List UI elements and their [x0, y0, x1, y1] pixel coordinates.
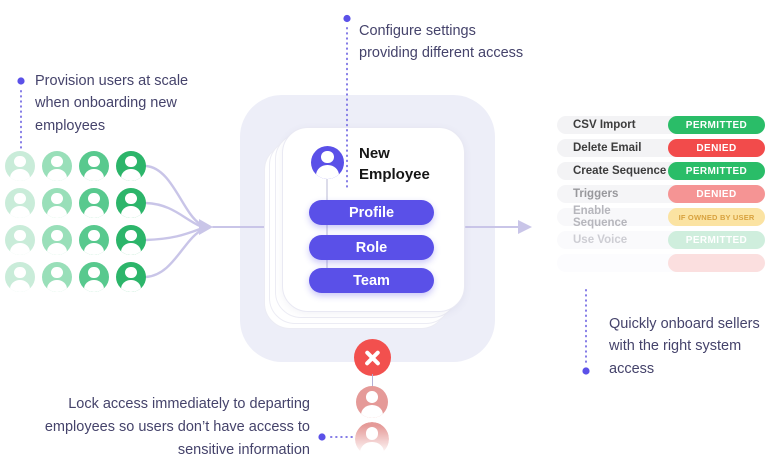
permission-row: Enable Sequence IF OWNED BY USER — [557, 205, 765, 229]
permission-label: Enable Sequence — [573, 205, 628, 229]
departing-employee-avatar-icon — [356, 386, 388, 418]
x-connector-line — [371, 374, 373, 388]
outbound-arrowhead — [518, 220, 532, 234]
annotation-lock-access: Lock access immediately to departing emp… — [44, 396, 310, 459]
employee-avatar-grid — [5, 151, 146, 292]
annotation-configure-settings: Configure settings providing different a… — [359, 23, 524, 62]
employee-avatar-icon — [79, 225, 109, 255]
role-button[interactable]: Role — [309, 235, 434, 260]
employee-avatar-icon — [79, 262, 109, 292]
employee-avatar-icon — [116, 188, 146, 218]
permission-status-badge: PERMITTED — [668, 116, 765, 134]
new-employee-avatar-icon — [311, 146, 344, 179]
lock-access-x-icon — [354, 339, 391, 376]
inbound-arrowhead — [199, 219, 213, 235]
curve-row4 — [144, 229, 202, 279]
employee-avatar-icon — [5, 188, 35, 218]
permission-row: CSV Import PERMITTED — [557, 116, 765, 134]
employee-avatar-icon — [42, 151, 72, 181]
permission-status-badge: PERMITTED — [668, 162, 765, 180]
profile-button[interactable]: Profile — [309, 200, 434, 225]
card-title: New Employee — [359, 145, 430, 183]
employee-avatar-icon — [116, 262, 146, 292]
permission-row: Use Voice PERMITTED — [557, 231, 765, 249]
employee-avatar-icon — [42, 225, 72, 255]
permission-row — [557, 254, 765, 272]
employee-avatar-icon — [5, 262, 35, 292]
permission-label: Delete Email — [573, 142, 642, 154]
permissions-list: CSV Import PERMITTED Delete Email DENIED… — [557, 116, 765, 277]
card-connector-line — [326, 178, 328, 282]
employee-avatar-icon — [79, 188, 109, 218]
permission-row: Delete Email DENIED — [557, 139, 765, 157]
employee-avatar-icon — [79, 151, 109, 181]
bottom-callout-dot — [318, 433, 326, 441]
team-button[interactable]: Team — [309, 268, 434, 293]
permission-row: Create Sequence PERMITTED — [557, 162, 765, 180]
employee-avatar-icon — [42, 188, 72, 218]
permission-label: Create Sequence — [573, 165, 667, 177]
employee-avatar-icon — [42, 262, 72, 292]
permission-row: Triggers DENIED — [557, 185, 765, 203]
permission-status-badge: IF OWNED BY USER — [668, 208, 765, 226]
annotation-quickly-onboard: Quickly onboard sellers with the right s… — [609, 316, 760, 377]
employee-avatar-icon — [5, 225, 35, 255]
new-employee-card: New Employee Profile Role Team — [282, 127, 465, 312]
departing-employee-avatar-fading-icon — [355, 422, 389, 456]
employee-avatar-icon — [116, 151, 146, 181]
annotation-provision-users: Provision users at scale when onboarding… — [35, 73, 189, 134]
curve-row3 — [144, 227, 202, 242]
left-callout-dot — [17, 77, 25, 85]
permission-status-badge: DENIED — [668, 185, 765, 203]
top-callout-dot — [343, 14, 351, 23]
permission-label: Use Voice — [573, 234, 628, 246]
curve-row2 — [144, 201, 202, 228]
employee-avatar-icon — [116, 225, 146, 255]
permission-status-badge: PERMITTED — [668, 231, 765, 249]
permission-label: Triggers — [573, 188, 619, 200]
employee-avatar-icon — [5, 151, 35, 181]
curve-row1 — [144, 164, 202, 226]
permission-label: CSV Import — [573, 119, 636, 131]
permission-status-badge — [668, 254, 765, 272]
permission-status-badge: DENIED — [668, 139, 765, 157]
right-callout-dot — [582, 367, 590, 375]
